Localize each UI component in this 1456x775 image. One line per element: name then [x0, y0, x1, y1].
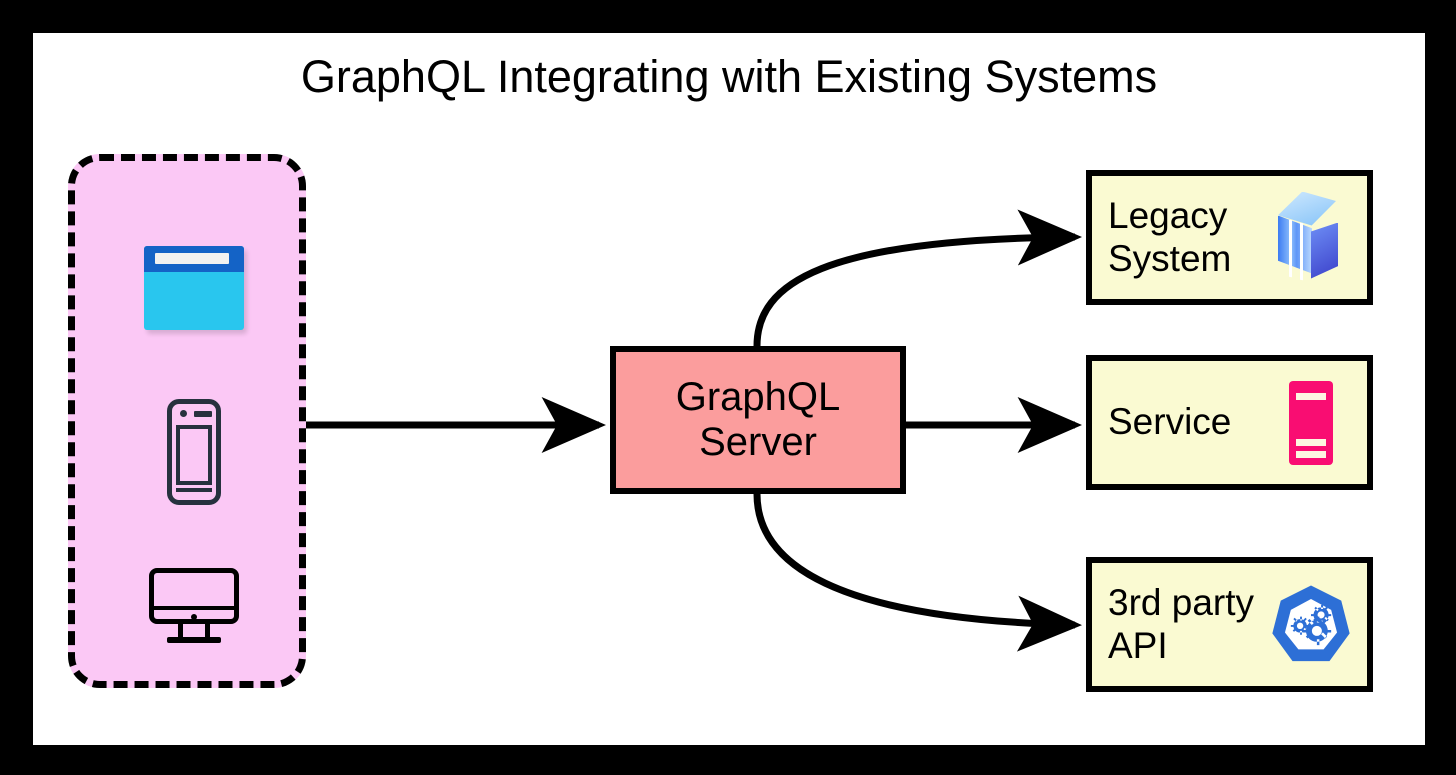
monitor-divider [150, 606, 238, 610]
rack-stripe-1 [1296, 392, 1326, 400]
gears-heptagon-icon [1265, 583, 1367, 667]
rack-slot-line-2 [1300, 222, 1303, 280]
phone-home-bar [176, 488, 212, 492]
legacy-system-node[interactable]: Legacy System [1086, 170, 1373, 305]
server-rack-icon [1265, 380, 1367, 465]
rack-slot-line-1 [1289, 219, 1292, 277]
rack-right-face [1311, 222, 1338, 279]
service-label: Service [1108, 401, 1232, 443]
rack-stripe-2 [1296, 438, 1326, 446]
browser-addressbar [155, 253, 229, 264]
third-party-api-node[interactable]: 3rd party API [1086, 557, 1373, 692]
rack-stripe-3 [1296, 450, 1326, 458]
third-party-api-label: 3rd party API [1108, 581, 1255, 666]
phone-camera-dot [180, 410, 187, 417]
client-devices-panel[interactable] [68, 154, 306, 688]
phone-speaker-bar [194, 411, 212, 417]
rack-left-face [1278, 215, 1312, 274]
phone-screen [176, 425, 212, 485]
browser-window-icon [75, 243, 313, 333]
graphql-server-label-line2: Server [699, 420, 817, 464]
legacy-system-label: Legacy System [1108, 194, 1232, 279]
arrow-server-to-api [753, 493, 1082, 652]
arrow-server-to-legacy [753, 209, 1082, 347]
smartphone-icon [75, 393, 313, 511]
monitor-indicator-dot [191, 614, 197, 620]
desktop-monitor-icon [75, 565, 313, 647]
graphql-server-node[interactable]: GraphQL Server [610, 346, 906, 494]
graphql-server-label-line1: GraphQL [675, 375, 841, 420]
service-node[interactable]: Service [1086, 355, 1373, 490]
server-rack-3d-icon [1265, 191, 1367, 284]
diagram-canvas: GraphQL Integrating with Existing System… [33, 33, 1425, 745]
page-title: GraphQL Integrating with Existing System… [300, 51, 1158, 102]
monitor-stand-base [167, 637, 221, 643]
